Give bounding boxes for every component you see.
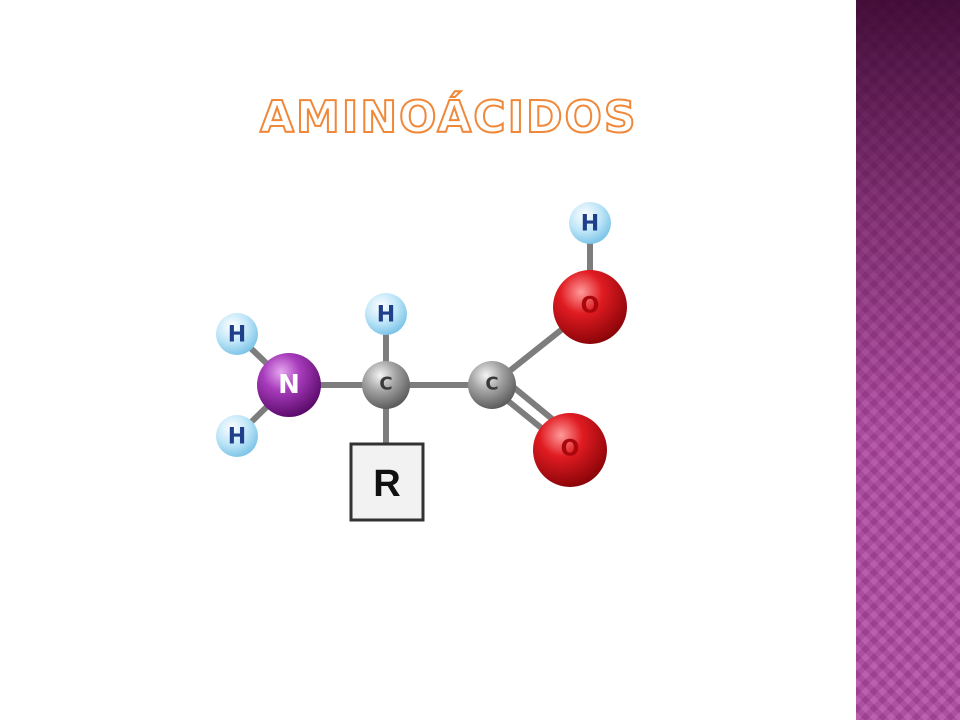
side-chain-box: R — [349, 442, 425, 522]
atom-h-amino-top-label: H — [228, 323, 246, 348]
atom-o-hydroxyl: O — [553, 270, 627, 344]
side-chain-label: R — [373, 463, 400, 505]
atom-o-hydroxyl-label: O — [581, 294, 600, 319]
decorative-side-panel — [856, 0, 960, 720]
atom-h-amino-bottom-label: H — [228, 425, 246, 450]
atom-c-carboxyl: C — [468, 361, 516, 409]
atom-h-amino-bottom: H — [216, 415, 258, 457]
atom-h-amino-top: H — [216, 313, 258, 355]
atom-o-carbonyl: O — [533, 413, 607, 487]
atom-h-alpha: H — [365, 293, 407, 335]
atom-h-alpha-label: H — [377, 303, 395, 328]
atom-h-top-carboxyl: H — [569, 202, 611, 244]
atom-o-carbonyl-label: O — [561, 437, 580, 462]
atom-n-amino-label: N — [278, 370, 300, 400]
atom-c-carboxyl-label: C — [485, 374, 498, 395]
atom-c-alpha-label: C — [379, 374, 392, 395]
atom-n-amino: N — [257, 353, 321, 417]
atom-h-top-carboxyl-label: H — [581, 212, 599, 237]
atom-c-alpha: C — [362, 361, 410, 409]
slide-title: AMINOÁCIDOS — [259, 91, 638, 144]
